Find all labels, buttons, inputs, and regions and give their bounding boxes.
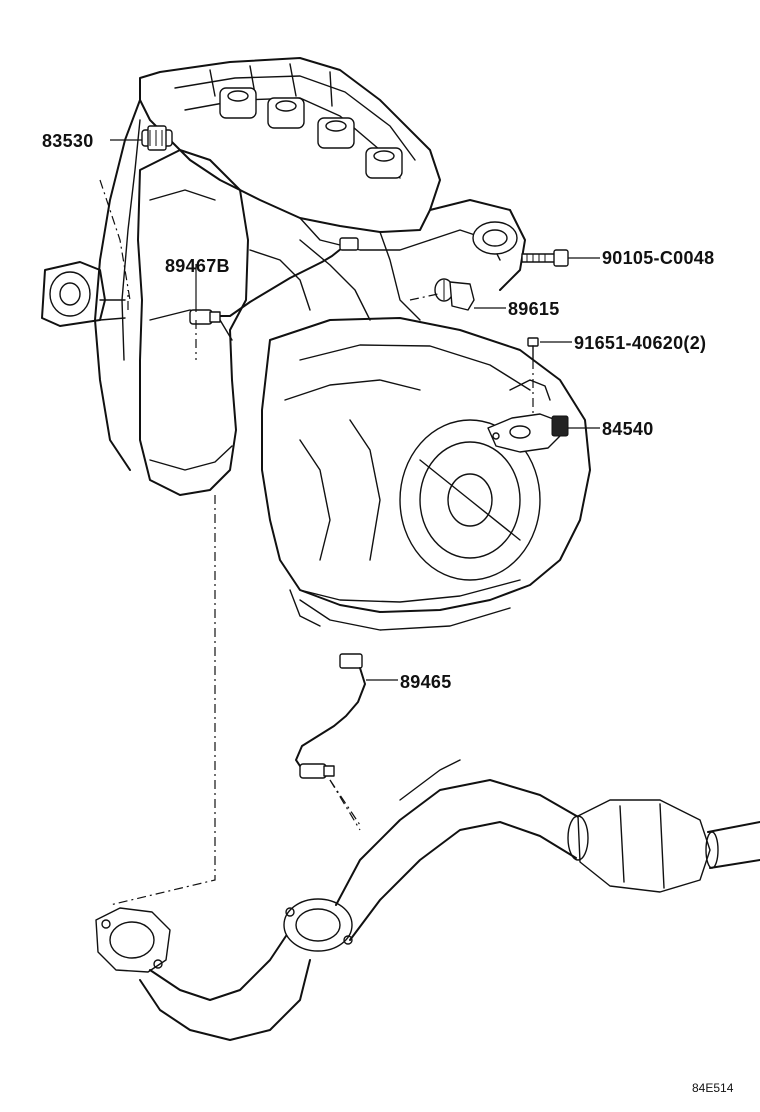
label-83530: 83530 [42,131,94,151]
neutral-start-switch-part [487,413,569,453]
diagram-code: 84E514 [692,1081,734,1095]
label-89467B: 89467B [165,256,230,276]
bolt-90105-part [521,249,569,267]
knock-sensor-part [434,278,475,311]
exhaust-pipe-assembly [95,759,760,1041]
transaxle-assembly [261,317,591,631]
label-90105-C0048: 90105-C0048 [602,248,714,268]
oxygen-sensor-part [295,653,366,779]
air-fuel-ratio-sensor-part [189,237,359,325]
screw-91651-part [527,337,539,361]
engine-assembly [41,57,526,496]
alignment-line-left [109,495,216,906]
label-89465: 89465 [400,672,452,692]
oil-pressure-switch-part [141,125,173,151]
label-91651-40620: 91651-40620(2) [574,333,706,353]
label-89615: 89615 [508,299,560,319]
label-84540: 84540 [602,419,654,439]
